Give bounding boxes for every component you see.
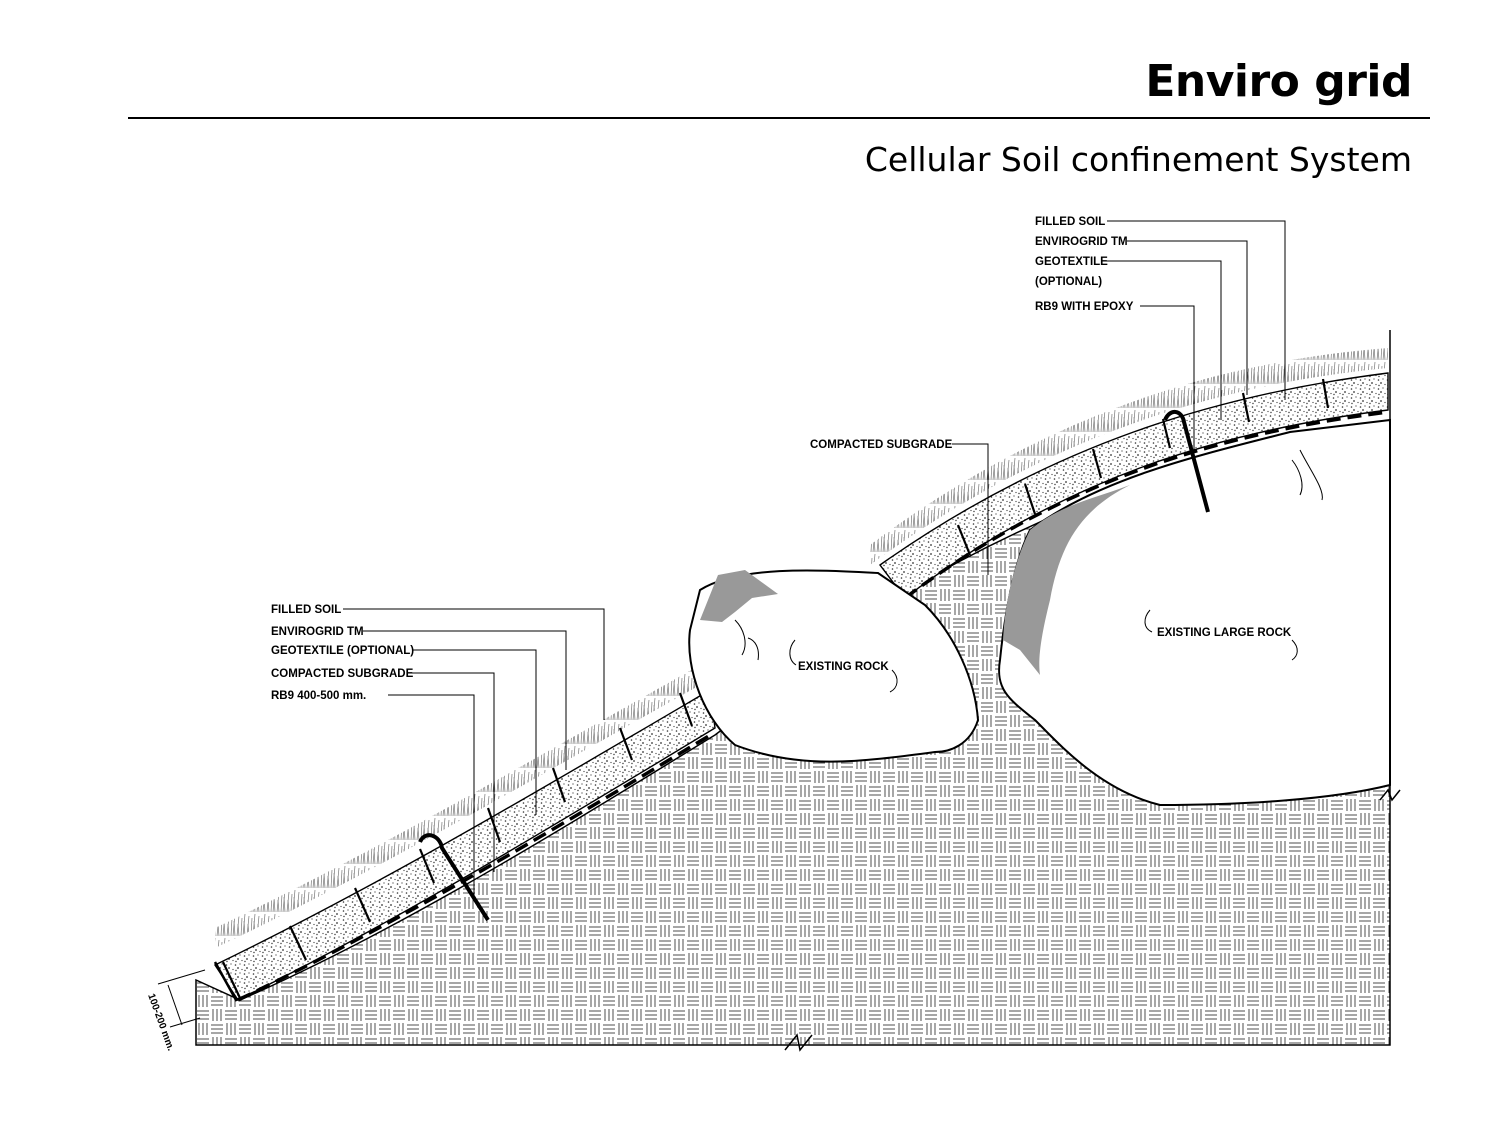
callout-left-rb9: RB9 400-500 mm. <box>271 690 366 702</box>
large-rock-shadow <box>1003 485 1130 675</box>
existing-large-rock <box>998 418 1391 807</box>
callout-left-envirogrid: ENVIROGRID TM <box>271 626 364 638</box>
geotextile-line-upper <box>903 410 1389 600</box>
title-rule <box>128 117 1430 119</box>
callout-right-geotextile: GEOTEXTILE <box>1035 256 1108 268</box>
callout-right-rb9: RB9 WITH EPOXY <box>1035 301 1134 313</box>
envirogrid-cell-walls-upper <box>956 378 1330 556</box>
geotextile-line <box>237 732 713 1002</box>
depth-dimension-label: 100-200 mm. <box>145 992 176 1052</box>
filled-soil-layer-upper <box>879 372 1389 599</box>
label-existing-large-rock: EXISTING LARGE ROCK <box>1157 627 1292 639</box>
grass-layer-upper <box>870 348 1388 565</box>
callout-right-envirogrid: ENVIROGRID TM <box>1035 236 1128 248</box>
right-callouts: FILLED SOIL ENVIROGRID TM GEOTEXTILE (OP… <box>1035 216 1286 450</box>
label-existing-rock: EXISTING ROCK <box>798 661 889 673</box>
callout-right-filled-soil: FILLED SOIL <box>1035 216 1105 228</box>
rock-shadow <box>700 570 778 622</box>
left-callouts: FILLED SOIL ENVIROGRID TM GEOTEXTILE (OP… <box>271 604 605 900</box>
toe-anchor <box>213 961 261 1002</box>
callout-right-optional: (OPTIONAL) <box>1035 276 1102 288</box>
rb9-pin-lower <box>418 833 490 922</box>
rock-labels: EXISTING ROCK EXISTING LARGE ROCK <box>789 609 1298 693</box>
callout-left-compacted-subgrade: COMPACTED SUBGRADE <box>271 668 414 680</box>
rb9-pin-upper <box>1163 410 1210 513</box>
drawing-title: Enviro grid <box>1145 56 1412 107</box>
envirogrid-cell-walls <box>222 692 694 999</box>
grass-layer <box>215 665 700 948</box>
callout-left-geotextile: GEOTEXTILE (OPTIONAL) <box>271 645 414 657</box>
existing-rock <box>688 569 980 763</box>
mid-subgrade-callout: COMPACTED SUBGRADE <box>810 439 989 575</box>
drawing-subtitle: Cellular Soil confinement System <box>864 140 1412 179</box>
callout-left-filled-soil: FILLED SOIL <box>271 604 341 616</box>
callout-compacted-subgrade: COMPACTED SUBGRADE <box>810 439 953 451</box>
